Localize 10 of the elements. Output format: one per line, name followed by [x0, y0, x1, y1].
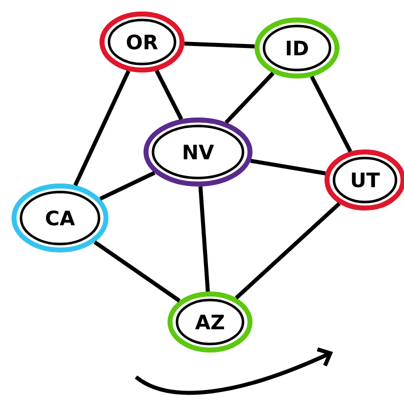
edge-line	[250, 158, 326, 176]
edge-line	[224, 72, 274, 124]
edge-line	[234, 202, 341, 300]
edge-line	[94, 240, 181, 302]
edge-line	[184, 42, 255, 48]
edge-line	[154, 70, 184, 120]
edge-line	[99, 171, 156, 201]
edge-line	[198, 186, 210, 292]
edge-line	[310, 76, 352, 152]
edge-line	[73, 70, 130, 186]
